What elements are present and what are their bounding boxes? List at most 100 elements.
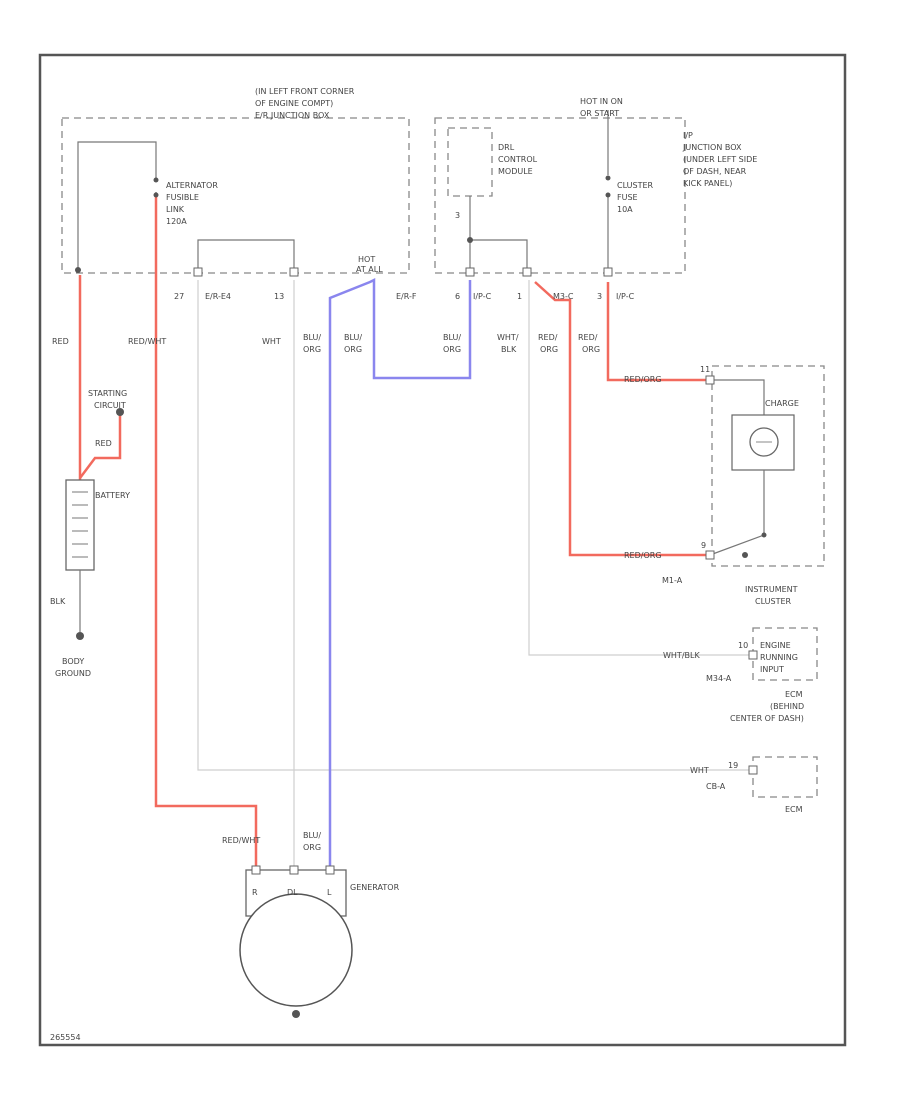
ecm-pin-10	[748, 650, 758, 660]
drl-pin-label: 3	[455, 211, 460, 220]
wire-label-org: ORG	[540, 345, 558, 354]
svg-text:ECM: ECM	[785, 690, 803, 699]
generator-symbol	[239, 869, 353, 1018]
connector-label-m1-a: M1-A	[662, 576, 683, 585]
ecm-box	[752, 756, 818, 798]
hot-in-on-label: HOT IN ON OR START	[580, 97, 623, 118]
pin-label-13: 13	[274, 292, 284, 301]
connector-label-ip-c: I/P-C	[473, 292, 492, 301]
wire-red-starting-circuit	[79, 412, 122, 479]
svg-text:I/P: I/P	[683, 131, 693, 140]
wire-label-blu: BLU/	[303, 831, 321, 840]
svg-text:OF DASH, NEAR: OF DASH, NEAR	[683, 167, 747, 176]
wire-label-org: ORG	[582, 345, 600, 354]
generator-pin-r	[251, 865, 261, 875]
wire-label-red: RED/	[538, 333, 558, 342]
wire-label-wht: WHT	[690, 766, 709, 775]
svg-text:AT ALL: AT ALL	[356, 265, 383, 274]
cluster-pin-label-9: 9	[701, 541, 706, 550]
fuse-terminal	[605, 175, 611, 181]
svg-text:FUSE: FUSE	[617, 193, 638, 202]
wire-label-org: ORG	[443, 345, 461, 354]
svg-text:CENTER OF DASH): CENTER OF DASH)	[730, 714, 804, 723]
starting-circuit-terminal	[116, 408, 124, 416]
engine-running-input-label: ENGINE RUNNING INPUT	[760, 641, 798, 674]
instrument-cluster-label: INSTRUMENT CLUSTER	[745, 585, 798, 606]
svg-text:CONTROL: CONTROL	[498, 155, 538, 164]
jb-internal-battery-feed	[77, 141, 157, 270]
drl-control-module-box	[447, 127, 493, 197]
wire-label-wht: WHT/	[497, 333, 519, 342]
wire-red-org-cluster-bottom	[534, 281, 710, 557]
charge-label: CHARGE	[765, 399, 799, 408]
svg-text:STARTING: STARTING	[88, 389, 127, 398]
svg-text:LINK: LINK	[166, 205, 185, 214]
svg-text:INPUT: INPUT	[760, 665, 784, 674]
battery-label: BATTERY	[95, 491, 130, 500]
svg-text:CLUSTER: CLUSTER	[755, 597, 792, 606]
pin-3	[603, 267, 613, 277]
pin-6	[465, 267, 475, 277]
svg-text:HOT IN ON: HOT IN ON	[580, 97, 623, 106]
generator-pin-dl	[289, 865, 299, 875]
connector-label-ip-c-2: I/P-C	[616, 292, 635, 301]
alternator-fuse-label: ALTERNATOR FUSIBLE LINK 120A	[166, 181, 218, 226]
fuse-terminal	[605, 192, 611, 198]
generator-label: GENERATOR	[350, 883, 400, 892]
svg-text:CIRCUIT: CIRCUIT	[94, 401, 126, 410]
wire-label-org: ORG	[303, 843, 321, 852]
ip-junction-box	[434, 117, 686, 274]
ecm-label: ECM	[785, 805, 803, 814]
svg-text:ENGINE: ENGINE	[760, 641, 791, 650]
wire-label-red-org: RED/ORG	[624, 375, 662, 384]
wire-label-blu: BLU/	[344, 333, 362, 342]
ecm-pin-label-19: 19	[728, 761, 738, 770]
connector-label-er-f: E/R-F	[396, 292, 417, 301]
connector-label-cb-a: CB-A	[706, 782, 726, 791]
wire-blu-org	[328, 277, 472, 872]
ip-jb-label: I/P JUNCTION BOX (UNDER LEFT SIDE OF DAS…	[682, 131, 757, 188]
jb-internal-link	[197, 239, 295, 270]
diagram-frame	[38, 53, 847, 1047]
svg-text:GROUND: GROUND	[55, 669, 91, 678]
pin-label-6: 6	[455, 292, 460, 301]
svg-text:ALTERNATOR: ALTERNATOR	[166, 181, 218, 190]
generator-pin-label-l: L	[327, 888, 332, 897]
svg-text:FUSIBLE: FUSIBLE	[166, 193, 199, 202]
wire-red-org-cluster-top	[606, 282, 710, 382]
wire-label-red-wht: RED/WHT	[128, 337, 166, 346]
body-ground-terminal	[76, 632, 84, 640]
instrument-cluster-box	[711, 365, 825, 567]
wire-label-red: RED	[95, 439, 112, 448]
charge-lamp	[709, 379, 795, 558]
svg-text:10A: 10A	[617, 205, 633, 214]
wire-label-red-org: RED/ORG	[624, 551, 662, 560]
pin-label-1: 1	[517, 292, 522, 301]
cluster-pin-11	[705, 375, 715, 385]
svg-text:BODY: BODY	[62, 657, 84, 666]
cluster-pin-label-11: 11	[700, 365, 710, 374]
connector-label-m3-c: M3-C	[553, 292, 574, 301]
svg-text:DRL: DRL	[498, 143, 515, 152]
splice-node	[75, 267, 81, 273]
wire-label-blk: BLK	[501, 345, 517, 354]
wire-label-wht-blk: WHT/BLK	[663, 651, 700, 660]
wire-label-red: RED	[52, 337, 69, 346]
cluster-fuse-label: CLUSTER FUSE 10A	[617, 181, 654, 214]
ecm-pin-label-10: 10	[738, 641, 748, 650]
wire-label-org: ORG	[344, 345, 362, 354]
ecm-pin-19	[748, 765, 758, 775]
wire-label-red-wht: RED/WHT	[222, 836, 260, 845]
pin-13	[289, 267, 299, 277]
wire-label-wht: WHT	[262, 337, 281, 346]
svg-text:OF ENGINE COMPT): OF ENGINE COMPT)	[255, 99, 333, 108]
svg-text:INSTRUMENT: INSTRUMENT	[745, 585, 798, 594]
cluster-pin-9	[705, 550, 715, 560]
connector-label-m34-a: M34-A	[706, 674, 732, 683]
svg-text:(UNDER LEFT SIDE: (UNDER LEFT SIDE	[683, 155, 757, 164]
pin-1	[522, 267, 532, 277]
svg-text:MODULE: MODULE	[498, 167, 533, 176]
starting-circuit-label: STARTING CIRCUIT	[88, 389, 127, 410]
splice-node	[467, 237, 473, 243]
